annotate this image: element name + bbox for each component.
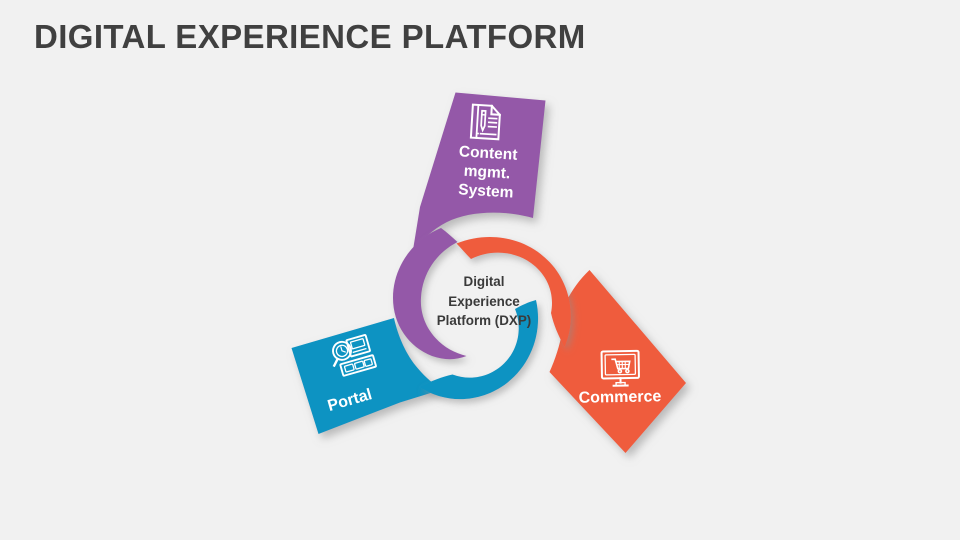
magnifier-server-icon (332, 334, 377, 377)
monitor-cart-icon (600, 349, 640, 387)
arc-commerce (456, 236, 571, 347)
page-title: DIGITAL EXPERIENCE PLATFORM (34, 18, 586, 55)
panel-portal[interactable] (291, 318, 443, 434)
arc-portal (419, 300, 539, 400)
panel-cms-shape[interactable] (412, 92, 546, 254)
panel-portal-shape[interactable] (291, 318, 443, 434)
document-pen-icon (469, 103, 501, 141)
arc-cms (393, 228, 467, 360)
panel-commerce[interactable] (549, 270, 687, 453)
panel-cms[interactable] (412, 92, 546, 254)
